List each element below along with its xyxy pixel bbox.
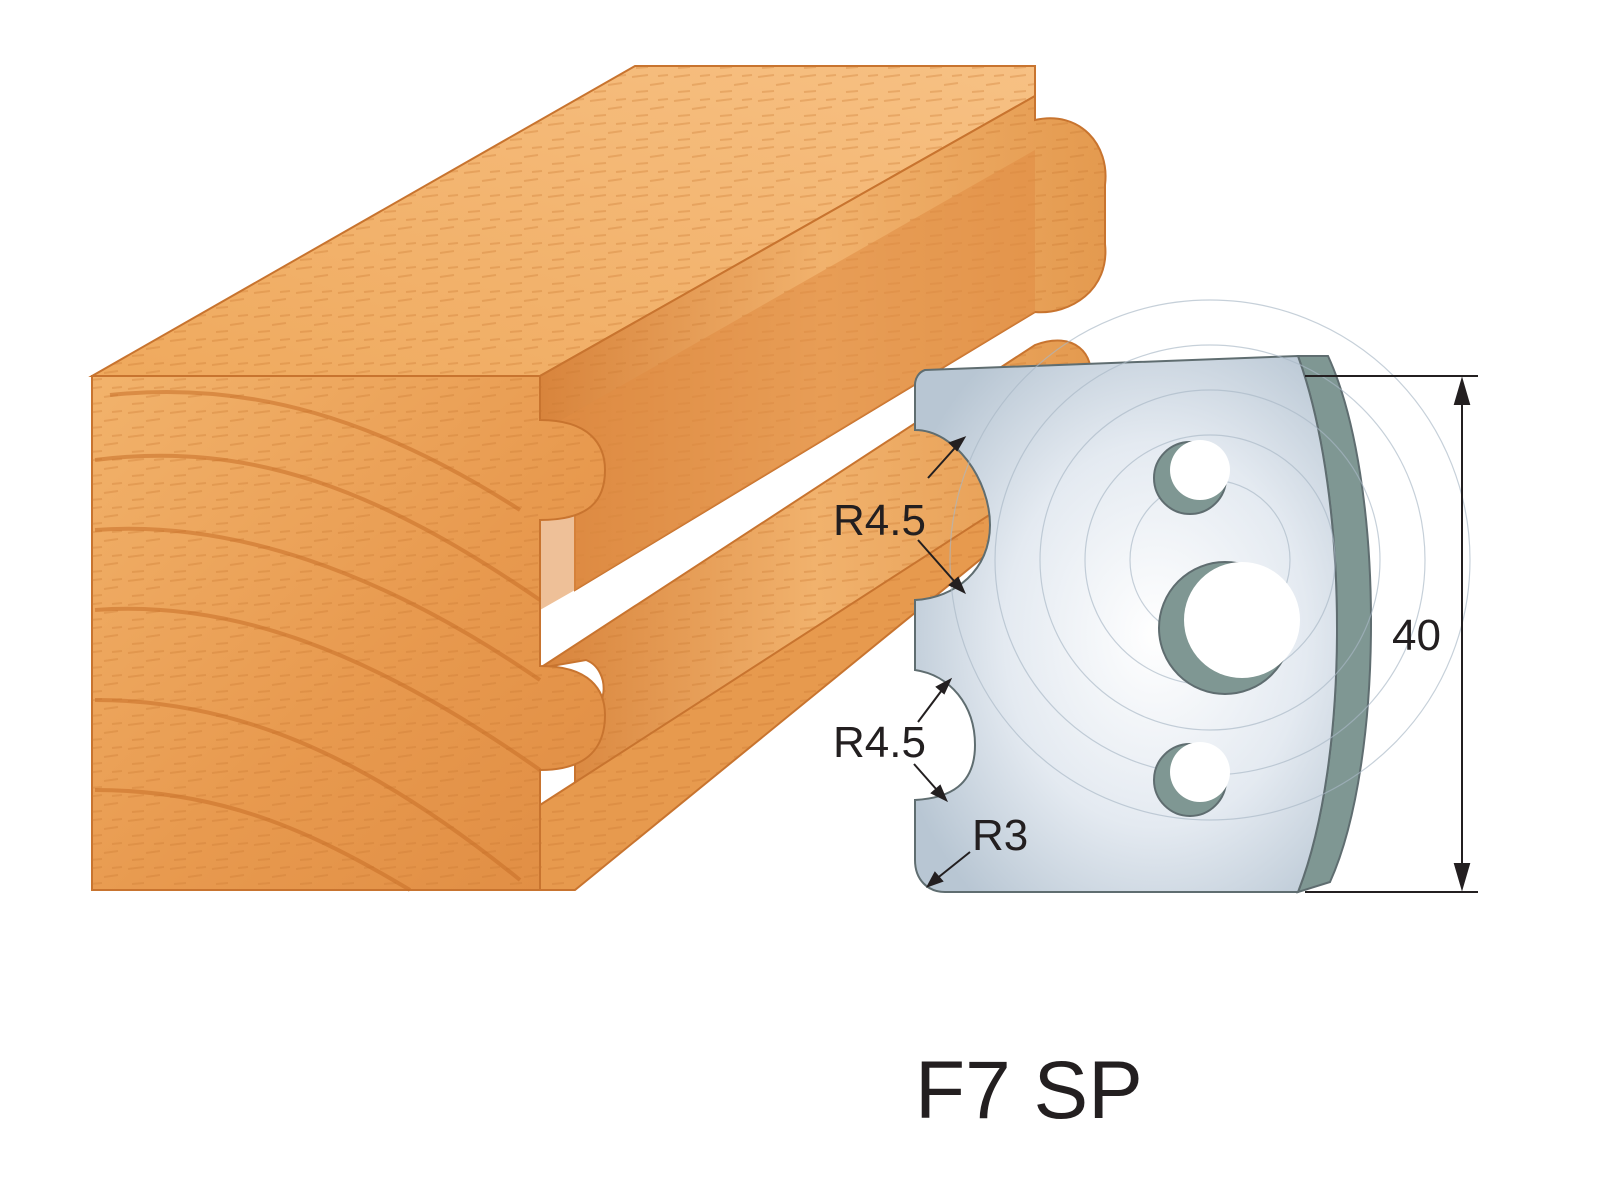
wood-growth-rings — [94, 389, 542, 892]
upper-radius-label: R4.5 — [833, 496, 926, 545]
lower-radius-label: R4.5 — [833, 718, 926, 767]
wood-groove — [540, 150, 1035, 610]
dimension-lines — [913, 375, 1478, 893]
height-label: 40 — [1392, 611, 1441, 660]
wood-moulding — [88, 65, 1107, 892]
corner-radius-label: R3 — [972, 811, 1028, 860]
steel-knife — [914, 299, 1471, 894]
knife-body — [914, 354, 1338, 893]
profile-title: F7 SP — [915, 1045, 1143, 1136]
